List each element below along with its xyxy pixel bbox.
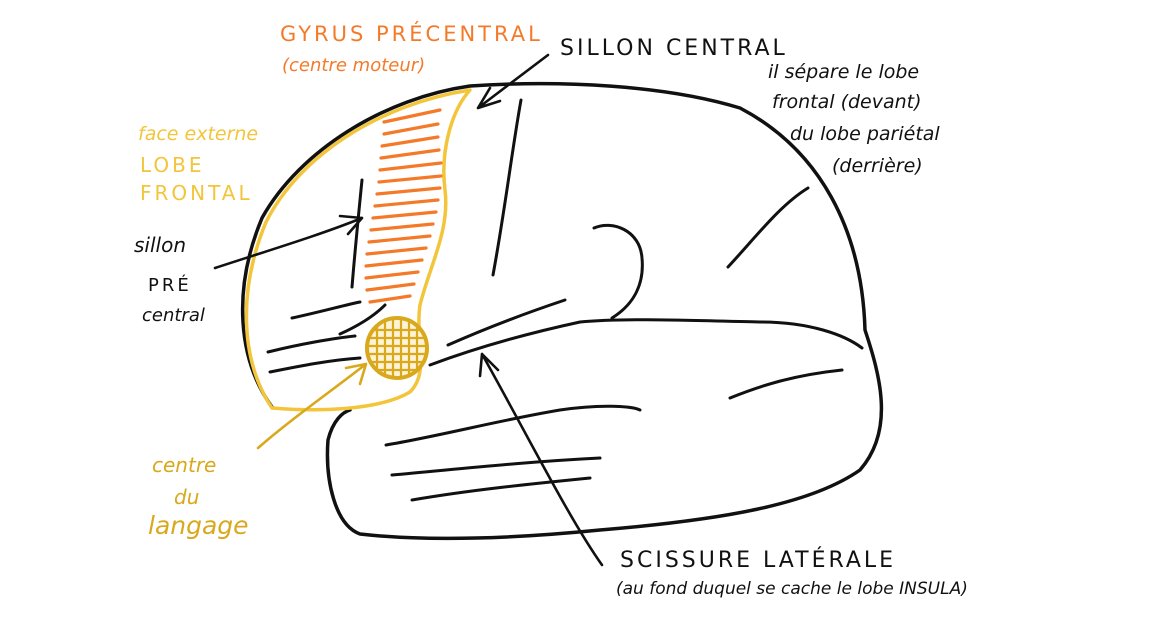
label-face-externe: face externe bbox=[138, 123, 259, 145]
label-du: du bbox=[174, 485, 200, 509]
label-frontal: FRONTAL bbox=[140, 181, 253, 205]
label-sillon-central: SILLON CENTRAL bbox=[560, 36, 788, 61]
label-centre: centre bbox=[152, 453, 217, 477]
label-sillon: sillon bbox=[134, 233, 187, 257]
label-gyrus-precentral: GYRUS PRÉCENTRAL bbox=[280, 22, 543, 46]
brain-sulci bbox=[266, 98, 864, 502]
label-centre-moteur: (centre moteur) bbox=[282, 55, 426, 76]
arrow-sillon-central bbox=[476, 53, 550, 110]
label-separe-line3: du lobe pariétal bbox=[790, 123, 940, 145]
label-scissure-laterale: SCISSURE LATÉRALE bbox=[620, 548, 897, 573]
arrows bbox=[213, 53, 604, 567]
frontal-lobe-outline bbox=[244, 88, 472, 412]
arrow-centre-langage bbox=[256, 362, 368, 450]
label-separe-line1: il sépare le lobe bbox=[768, 61, 920, 83]
arrow-sillon-precentral bbox=[213, 214, 364, 270]
brain-outline bbox=[240, 81, 884, 541]
language-center-spot bbox=[365, 316, 429, 380]
label-separe-line4: (derrière) bbox=[832, 155, 923, 177]
arrow-scissure-laterale bbox=[478, 352, 604, 567]
label-insula-note: (au fond duquel se cache le lobe INSULA) bbox=[616, 579, 968, 599]
label-separe-line2: frontal (devant) bbox=[772, 91, 922, 113]
label-pre: PRÉ bbox=[148, 275, 192, 296]
label-langage: langage bbox=[148, 511, 249, 540]
label-lobe: LOBE bbox=[140, 153, 205, 177]
precentral-gyrus-hatching bbox=[364, 108, 443, 304]
label-central: central bbox=[142, 305, 205, 326]
